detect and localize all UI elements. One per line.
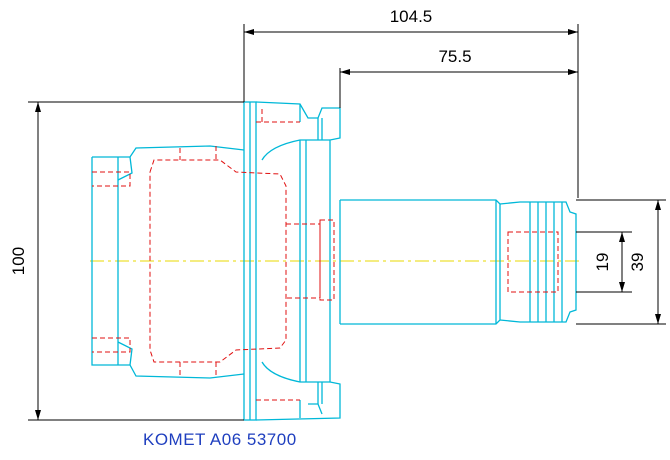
dim-overall-length: 104.5 [390, 7, 433, 26]
hidden-lines [92, 108, 559, 401]
part-number-caption: KOMET A06 53700 [143, 430, 297, 449]
dim-shank-end-diameter: 39 [628, 253, 647, 272]
tool-holder-outline [91, 101, 577, 421]
dim-shank-length: 75.5 [438, 47, 471, 66]
dim-bore-diameter: 19 [593, 253, 612, 272]
dimension-lines [28, 24, 666, 421]
dim-flange-diameter: 100 [9, 247, 28, 275]
